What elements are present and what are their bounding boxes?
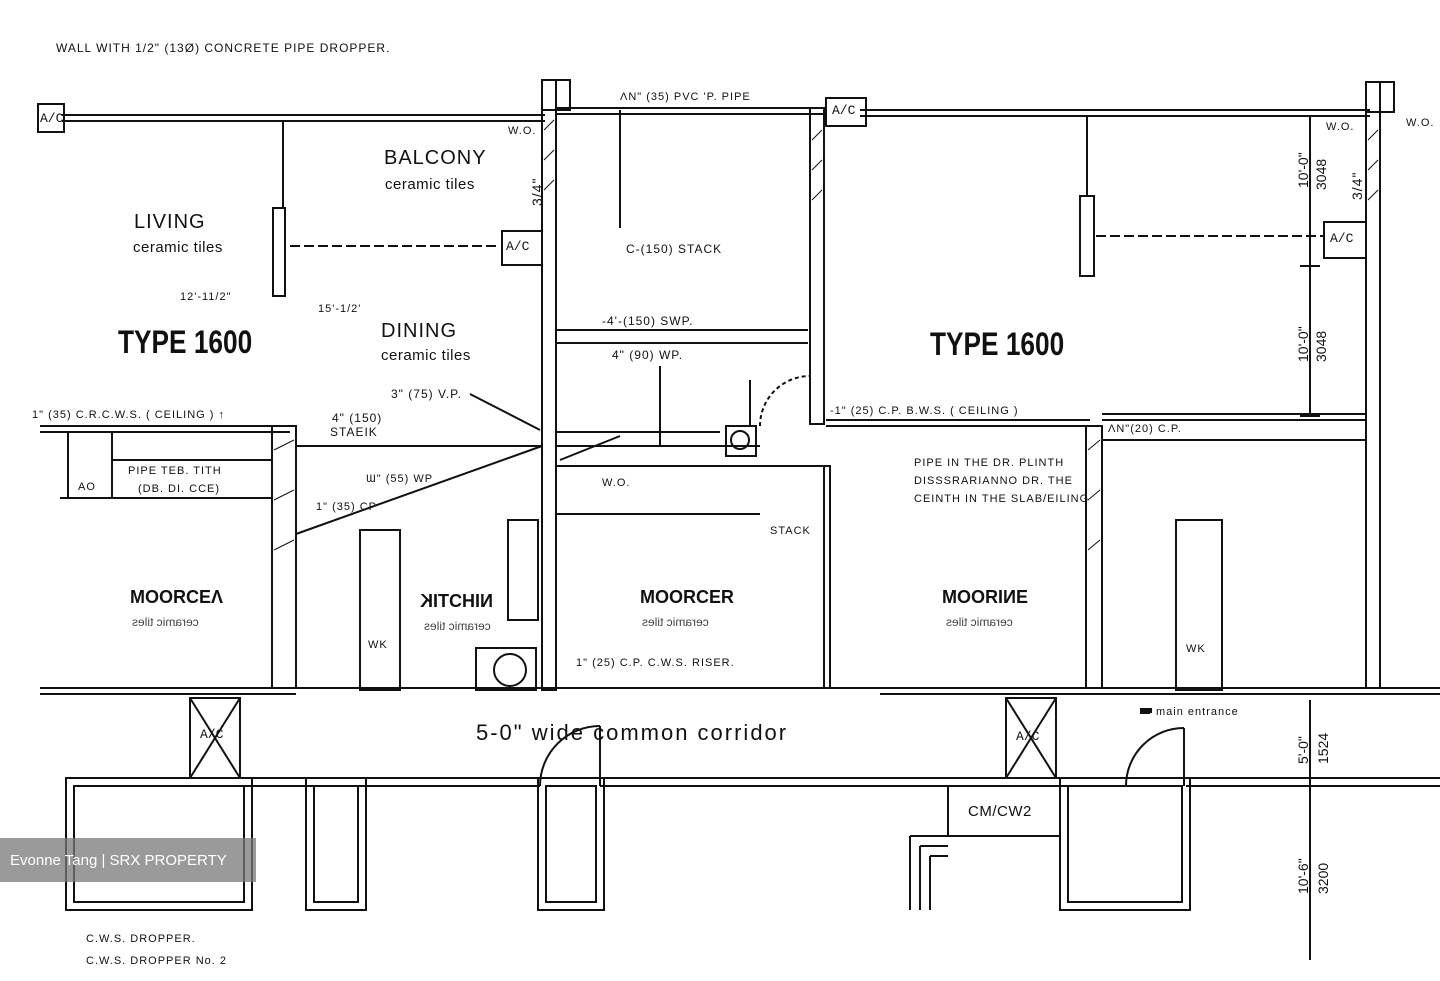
stack4b-note: STAEIK — [330, 425, 378, 439]
room-kitchen: NIHƆTIK — [420, 591, 493, 611]
cws-ceiling-note: 1" (35) C.R.C.W.S. ( CEILING ) ↑ — [32, 409, 225, 421]
wp55-note: Ɯ" (55) WP — [366, 473, 434, 485]
an-cp-note: ɅN"(20) C.P. — [1108, 423, 1182, 435]
common-corridor-label: 5-0" wide common corridor — [476, 720, 789, 745]
dropper-note-1: C.W.S. DROPPER. — [86, 933, 196, 945]
dim-3-ft: 5'-0" — [1295, 736, 1311, 764]
dim-living-width: 12'-11/2" — [180, 291, 232, 303]
main-entrance-marker — [1140, 710, 1150, 715]
room-dining: DINING — [381, 320, 457, 342]
dim-three-quarter-right: 3/4" — [1349, 171, 1365, 200]
wo-label-4: W.O. — [602, 477, 631, 489]
unit-type-left: TYPE 1600 — [118, 324, 253, 360]
room-dining-finish: ceramic tiles — [381, 347, 471, 364]
room-living: LIVING — [134, 211, 206, 233]
room-bedroom-center-finish: ceramic tiles — [642, 615, 709, 629]
room-bedroom-right: ƎNIЯOOM — [942, 587, 1028, 607]
dim-4-mm: 3200 — [1315, 862, 1331, 894]
stack-right-note: STACK — [770, 525, 811, 537]
dropper-note-2: C.W.S. DROPPER No. 2 — [86, 955, 228, 967]
room-bedroom-right-finish: ceramic tiles — [946, 615, 1013, 629]
wp-note: 4" (90) WP. — [612, 348, 684, 362]
ac-label-bottom-left: A/C — [200, 727, 224, 742]
plinth-note-2: DISSSRARIANNO DR. THE — [914, 475, 1073, 487]
wo-label-1: W.O. — [508, 125, 537, 137]
cm-cw2-label: CM/CW2 — [968, 803, 1032, 820]
room-balcony-finish: ceramic tiles — [385, 176, 475, 193]
wk-label-left: WK — [368, 639, 388, 651]
room-bedroom-center: ЯƎƆЯOOM — [640, 587, 734, 607]
header-note: WALL WITH 1/2" (13Ø) CONCRETE PIPE DROPP… — [56, 41, 391, 55]
ac-label-bottom-right: A/C — [1016, 729, 1040, 744]
cp-ceiling-note: -1" (25) C.P. B.W.S. ( CEILING ) — [830, 405, 1019, 417]
room-kitchen-finish: ceramic tiles — [424, 619, 491, 633]
dim-3-mm: 1524 — [1315, 732, 1331, 764]
room-bedroom-left-finish: ceramic tiles — [132, 615, 199, 629]
pipe-left-note-2: (DB. DI. CCE) — [138, 483, 221, 495]
dim-2-mm: 3048 — [1313, 330, 1329, 362]
dim-2-ft: 10'-0" — [1295, 326, 1311, 362]
ac-label-top-center: A/C — [832, 103, 856, 118]
unit-type-right: TYPE 1600 — [930, 326, 1065, 362]
swp-note: -4'-(150) SWP. — [602, 314, 694, 328]
ac-label-balcony: A/C — [506, 239, 530, 254]
ao-label: AO — [78, 481, 96, 493]
dim-4-ft: 10'-6" — [1295, 858, 1311, 894]
dim-dining-width: 15'-1/2' — [318, 303, 362, 315]
main-entrance-label: main entrance — [1140, 707, 1239, 718]
plinth-note-3: CEINTH IN THE SLAB/EILING — [914, 493, 1090, 505]
wo-label-2: W.O. — [1326, 121, 1355, 133]
ac-label-right: A/C — [1330, 231, 1354, 246]
plinth-note-1: PIPE IN THE DR. PLINTH — [914, 457, 1065, 469]
pvc-pipe-note: ɅN" (35) PVC 'P. PIPE — [620, 91, 751, 103]
stack4-note: 4" (150) — [332, 411, 383, 425]
pipe-left-note-1: PIPE TEB. TITH — [128, 465, 222, 477]
cp35-note: 1" (35) CP — [316, 501, 377, 513]
stack-note: C-(150) STACK — [626, 242, 723, 256]
room-living-finish: ceramic tiles — [133, 239, 223, 256]
wo-label-3: W.O. — [1406, 117, 1435, 129]
room-bedroom-left: ɅƎƆЯOOM — [130, 587, 223, 607]
watermark: Evonne Tang | SRX PROPERTY — [0, 838, 256, 882]
dim-1-mm: 3048 — [1313, 158, 1329, 190]
main-entrance-text: main entrance — [1156, 706, 1239, 718]
room-balcony: BALCONY — [384, 147, 487, 169]
vp-note: 3" (75) V.P. — [391, 387, 462, 401]
wk-label-right: WK — [1186, 643, 1206, 655]
ac-label-top-left: A/C — [40, 111, 64, 126]
dim-1-ft: 10'-0" — [1295, 152, 1311, 188]
riser-note: 1" (25) C.P. C.W.S. RISER. — [576, 657, 735, 669]
dim-three-quarter-left: 3/4" — [529, 177, 545, 206]
